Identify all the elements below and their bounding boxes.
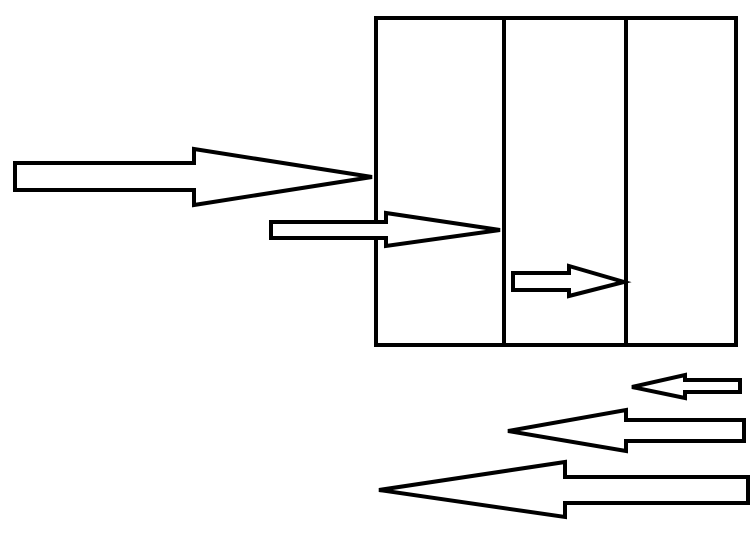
box-outline <box>374 16 738 347</box>
incoming-arrows <box>13 146 632 299</box>
incoming-arrow-medium <box>269 210 501 249</box>
outgoing-arrows <box>378 372 750 520</box>
incoming-arrow-large <box>13 146 373 208</box>
incoming-arrow-small <box>511 263 632 299</box>
outgoing-arrow-small <box>631 372 742 401</box>
outgoing-arrow-medium <box>507 407 746 454</box>
layered-box <box>374 16 738 347</box>
outgoing-arrow-large <box>378 459 750 520</box>
